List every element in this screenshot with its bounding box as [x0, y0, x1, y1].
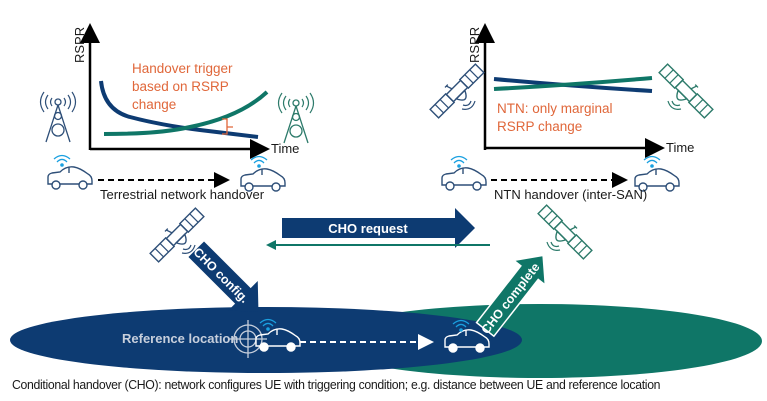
y-axis-label: RSPR: [467, 27, 482, 63]
ntn-annotation: NTN: only marginal RSRP change: [497, 101, 616, 134]
cho-response-arrowhead: [266, 240, 276, 250]
x-axis-label: Time: [271, 141, 299, 156]
cho-config-label: CHO config.: [190, 245, 251, 306]
y-axis-label: RSPR: [72, 27, 87, 63]
car-icon: [47, 166, 93, 190]
car-icon: [441, 167, 487, 191]
cell-tower-icon: [277, 92, 315, 144]
ntn-caption: NTN handover (inter-SAN): [494, 187, 647, 202]
satellite-icon: [654, 59, 718, 123]
target-cell-rsrp-curve: [103, 90, 269, 136]
trigger-annotation: Handover trigger based on RSRP change: [132, 61, 236, 112]
target-satellite-icon: [533, 200, 597, 264]
wifi-icon: [250, 155, 268, 168]
x-axis-label: Time: [666, 140, 694, 155]
cho-request-arrow: [282, 208, 475, 248]
terrestrial-rsrp-chart: RSPR Time Handover trigger based on RSRP…: [72, 23, 299, 159]
footer-caption: Conditional handover (CHO): network conf…: [12, 377, 661, 392]
ntn-rsrp-chart: RSPR Time NTN: only marginal RSRP change: [467, 23, 694, 158]
satellite-icon: [425, 59, 489, 123]
wifi-icon: [450, 155, 468, 168]
wifi-icon: [643, 155, 661, 168]
cell-tower-icon: [39, 91, 77, 143]
cho-request-label: CHO request: [328, 221, 408, 236]
target-sat-rsrp-curve: [493, 76, 653, 91]
reference-location-label: Reference location: [122, 331, 238, 346]
wifi-icon: [53, 154, 71, 167]
trigger-bracket: [222, 118, 233, 135]
terrestrial-caption: Terrestrial network handover: [100, 187, 265, 202]
serving-coverage-area: [10, 307, 522, 373]
